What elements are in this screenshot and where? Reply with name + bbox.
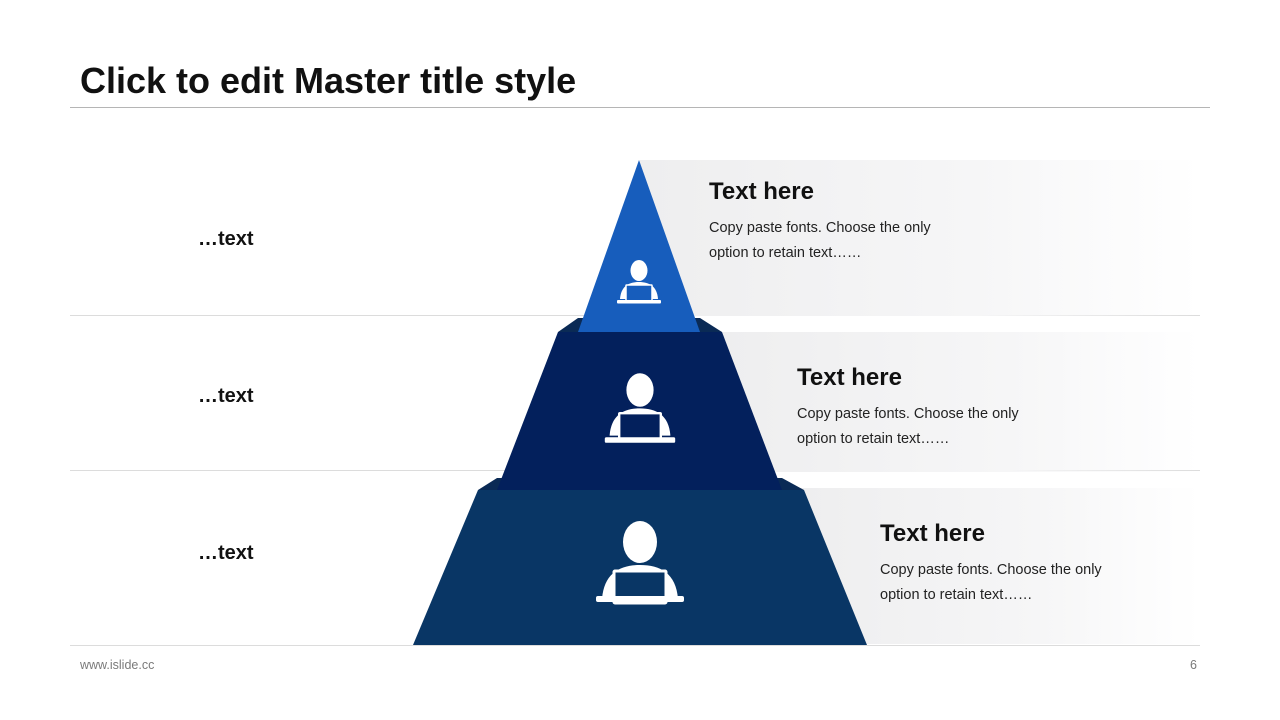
level-2-body-line-1: Copy paste fonts. Choose the only — [797, 406, 1019, 422]
text-panel-level-1 — [640, 160, 1200, 316]
level-3-body-line-2: option to retain text…… — [880, 587, 1033, 603]
footer-url[interactable]: www.islide.cc — [80, 658, 155, 672]
side-label-level-1[interactable]: …text — [198, 228, 254, 250]
row-separator-3 — [70, 645, 1200, 646]
text-panel-level-3 — [800, 488, 1200, 644]
level-2-body-line-2: option to retain text…… — [797, 431, 950, 447]
title-divider — [70, 107, 1210, 108]
text-panel-level-2 — [720, 332, 1200, 472]
person-at-laptop-icon — [596, 521, 684, 605]
level-3-body[interactable]: Copy paste fonts. Choose the only option… — [880, 558, 1140, 608]
level-1-body[interactable]: Copy paste fonts. Choose the only option… — [709, 216, 969, 266]
slide-title[interactable]: Click to edit Master title style — [80, 60, 577, 101]
page-number: 6 — [1190, 658, 1197, 672]
level-3-heading[interactable]: Text here — [880, 520, 985, 547]
pyramid-tier-1[interactable] — [578, 160, 700, 332]
level-1-body-line-1: Copy paste fonts. Choose the only — [709, 220, 931, 236]
side-label-level-3[interactable]: …text — [198, 542, 254, 564]
level-1-body-line-2: option to retain text…… — [709, 245, 862, 261]
level-3-body-line-1: Copy paste fonts. Choose the only — [880, 562, 1102, 578]
person-at-laptop-icon — [617, 260, 661, 304]
level-1-heading[interactable]: Text here — [709, 178, 814, 205]
level-2-heading[interactable]: Text here — [797, 364, 902, 391]
level-2-body[interactable]: Copy paste fonts. Choose the only option… — [797, 402, 1057, 452]
side-label-level-2[interactable]: …text — [198, 385, 254, 407]
person-at-laptop-icon — [604, 373, 676, 443]
